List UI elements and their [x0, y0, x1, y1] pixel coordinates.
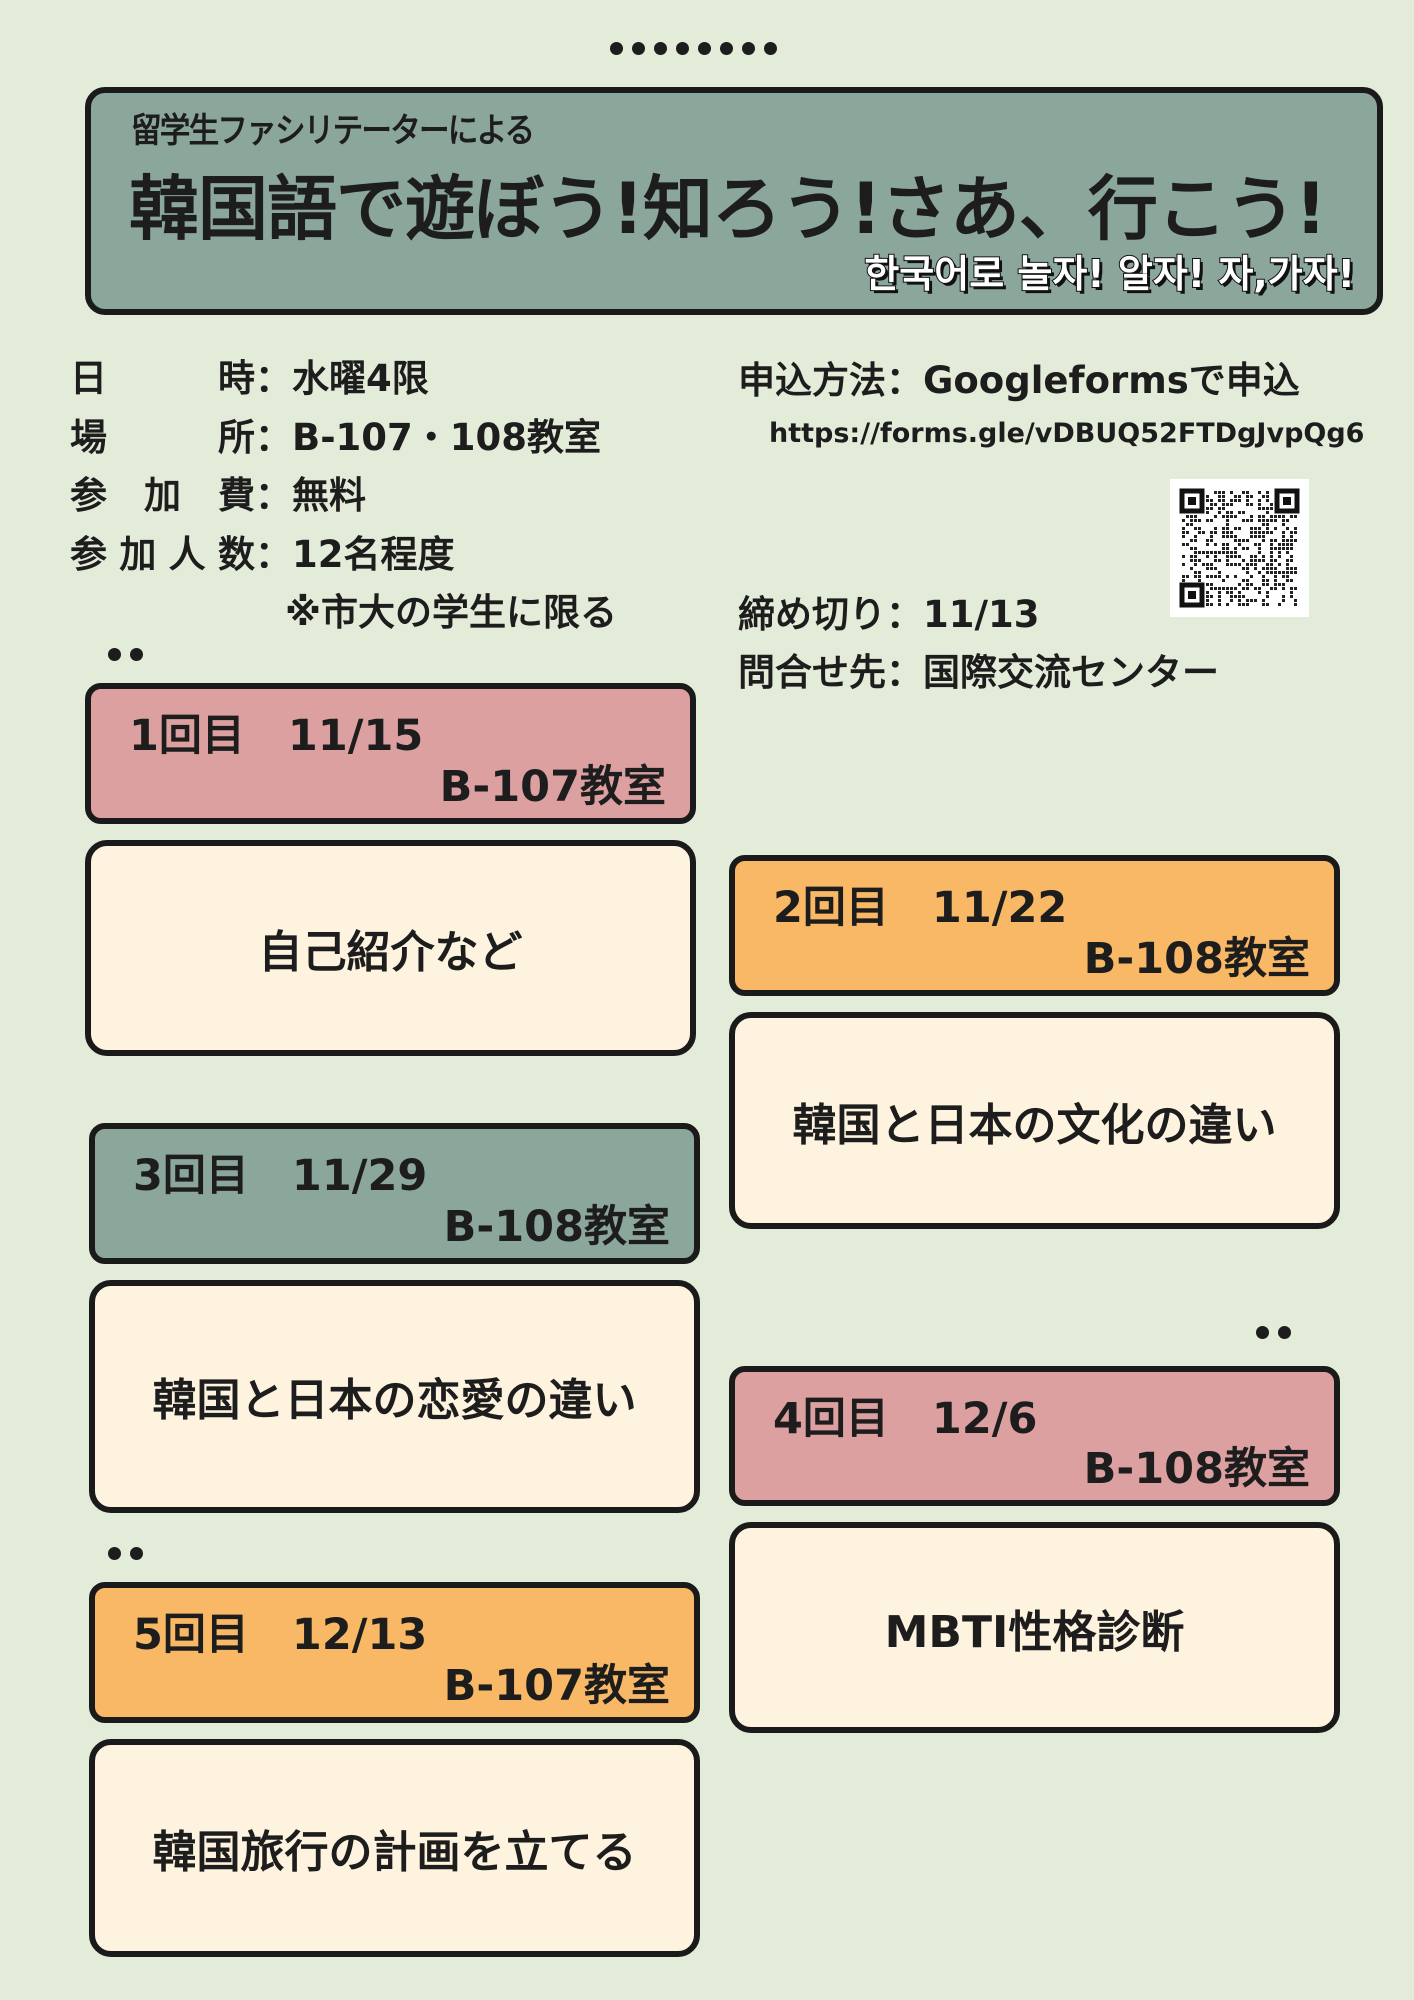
- banner-subtitle: 留学生ファシリテーターによる: [131, 111, 535, 151]
- session-2-topic: 韓国と日本の文化の違い: [729, 1012, 1340, 1229]
- detail-label: 参加費: [70, 474, 255, 517]
- decorative-dots-top: [610, 42, 777, 55]
- eligibility-note: ※市大の学生に限る: [285, 591, 617, 634]
- apply-method: 申込方法：Googleformsで申込: [738, 359, 1300, 402]
- contact: 問合せ先：国際交流センター: [738, 651, 1219, 694]
- qr-code[interactable]: [1170, 479, 1309, 617]
- decorative-dots: [108, 1547, 143, 1560]
- event-details: 日時：水曜4限 場所：B-107・108教室 参加費：無料 参加人数：12名程度…: [70, 350, 617, 643]
- detail-label: 参加人数: [70, 532, 255, 576]
- detail-row: 場所：B-107・108教室: [70, 409, 617, 468]
- detail-label: 場所: [70, 415, 255, 459]
- session-4-topic: MBTI性格診断: [729, 1522, 1340, 1733]
- detail-label: 日時: [70, 357, 255, 400]
- session-5-topic: 韓国旅行の計画を立てる: [89, 1739, 700, 1957]
- banner-korean-title: 한국어로 놀자! 알자! 자,가자!: [863, 251, 1356, 297]
- detail-row: 参加費：無料: [70, 467, 617, 526]
- detail-row: 日時：水曜4限: [70, 350, 617, 409]
- session-1-topic: 自己紹介など: [85, 840, 696, 1056]
- detail-value: B-107・108教室: [292, 415, 602, 459]
- decorative-dots: [1256, 1326, 1291, 1339]
- detail-row: 参加人数：12名程度: [70, 526, 617, 585]
- decorative-dots: [108, 648, 143, 661]
- banner-title: 韓国語で遊ぼう!知ろう!さあ、行こう!: [129, 168, 1327, 250]
- form-url-link[interactable]: https://forms.gle/vDBUQ52FTDgJvpQg6: [769, 418, 1365, 449]
- detail-value: 水曜4限: [292, 357, 429, 400]
- detail-value: 12名程度: [292, 532, 455, 576]
- deadline: 締め切り：11/13: [738, 593, 1040, 636]
- detail-value: 無料: [292, 474, 366, 517]
- title-banner: 留学生ファシリテーターによる 韓国語で遊ぼう!知ろう!さあ、行こう! 한국어로 …: [85, 87, 1383, 315]
- session-3-topic: 韓国と日本の恋愛の違い: [89, 1280, 700, 1513]
